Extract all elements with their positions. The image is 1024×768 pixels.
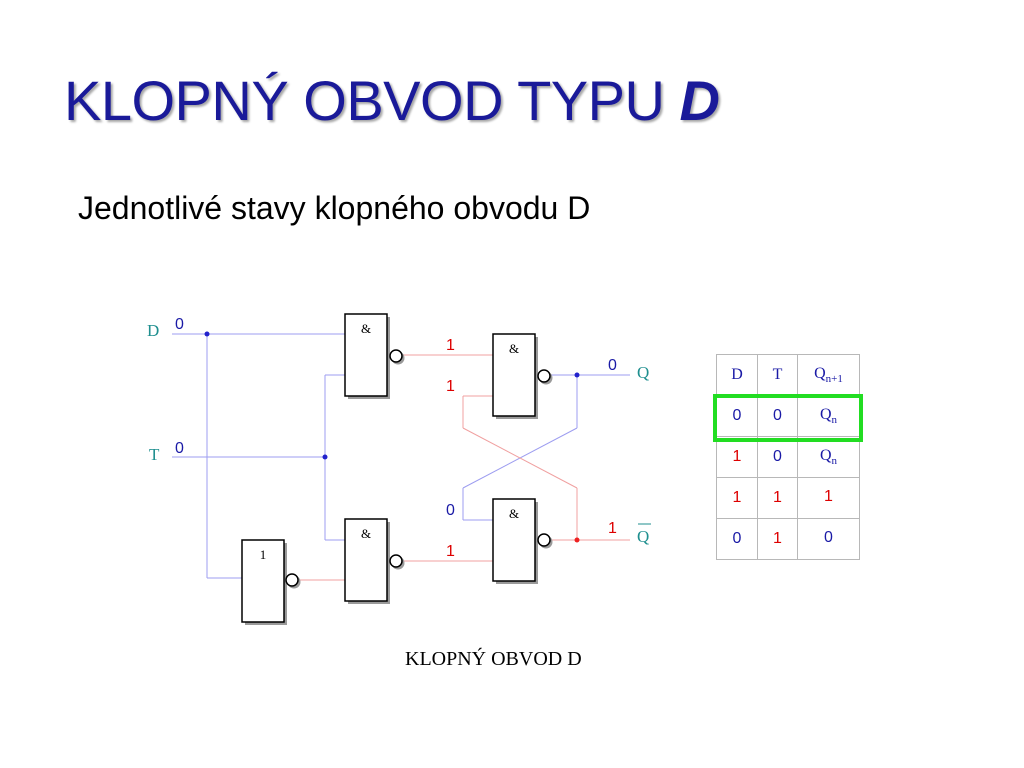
wires-low [172,333,630,579]
and-gate-top-left-inverter-bubble [389,349,403,363]
and-gate-bottom-left: & [344,518,405,604]
and-gate-top-right-inverter-bubble [537,369,551,383]
truth-table-cell-d: 0 [716,518,758,560]
junction-dot-q [574,372,580,378]
and-gate-bottom-right: & [492,498,553,584]
and-gate-top-right: & [492,333,553,419]
not-gate-inverter-bubble [285,573,299,587]
junction-dot-d [204,331,210,337]
output-qbar-label: Q [637,527,649,546]
slide-title-emphasis: D [679,69,720,132]
and-gate-bottom-left-symbol: & [361,526,371,541]
truth-table-cell-qnext-base: Q [819,446,832,464]
input-d-label: D [147,321,159,340]
signal-top-left-out: 1 [446,337,455,354]
truth-table-cell-qnext: 0 [797,518,860,560]
input-d-value: 0 [175,316,184,333]
and-gate-bottom-right-symbol: & [509,506,519,521]
and-gate-top-left-symbol: & [361,321,371,336]
truth-table-cell-d: 1 [716,477,758,519]
output-q-value: 0 [608,357,617,374]
and-gate-bottom-right-inverter-bubble [537,533,551,547]
truth-table-header-qnext: Qn+1 [797,354,860,396]
truth-table-cell-t: 0 [757,436,798,478]
truth-table-cell-t: 1 [757,477,798,519]
not-gate: 1 [241,539,301,625]
junction-dot-t [322,454,328,460]
slide-title: KLOPNÝ OBVOD TYPU D [64,68,720,133]
wire-qbar-feedback-cross [462,427,578,489]
slide-subtitle: Jednotlivé stavy klopného obvodu D [78,190,591,226]
and-gate-bottom-left-inverter-bubble [389,554,403,568]
truth-table-cell-qnext: 1 [797,477,860,519]
truth-table-cell-qnext-base: Q [819,405,832,423]
input-t-value: 0 [175,440,184,457]
truth-table-cell-qnext: Qn [797,395,860,437]
truth-table-header-row: D T Qn+1 [716,354,860,396]
table-row: 1 0 Qn [716,436,860,478]
wires-high [297,354,630,581]
and-gate-top-left: & [344,313,405,399]
input-t-label: T [149,445,160,464]
table-row: 0 0 Qn [716,395,860,437]
not-gate-symbol: 1 [260,547,267,562]
truth-table-cell-qnext-plain: 0 [824,528,833,546]
truth-table-cell-t: 0 [757,395,798,437]
diagram-caption: KLOPNÝ OBVOD D [405,648,582,670]
truth-table-cell-qnext: Qn [797,436,860,478]
slide-title-main: KLOPNÝ OBVOD TYPU [64,69,680,132]
junction-dot-qbar [574,537,580,543]
truth-table-header-d: D [716,354,758,396]
table-row: 0 1 0 [716,518,860,560]
truth-table-cell-d: 1 [716,436,758,478]
truth-table-header-t: T [757,354,798,396]
output-q-label: Q [637,363,649,382]
truth-table-header-qnext-sub: n+1 [825,373,843,386]
signal-cross-into-bottom-right: 0 [446,502,455,519]
truth-table-cell-qnext-sub: n [831,414,838,427]
truth-table-header-qnext-base: Q [814,364,826,382]
table-row: 1 1 1 [716,477,860,519]
truth-table-cell-qnext-sub: n [831,455,838,468]
signal-bottom-left-out: 1 [446,543,455,560]
signal-cross-into-top-right: 1 [446,378,455,395]
truth-table: D T Qn+1 0 0 Qn 1 0 Qn 1 1 1 0 1 0 [716,354,860,560]
truth-table-cell-d: 0 [716,395,758,437]
and-gate-top-right-symbol: & [509,341,519,356]
truth-table-cell-t: 1 [757,518,798,560]
output-qbar-value: 1 [608,520,617,537]
truth-table-cell-qnext-plain: 1 [824,487,833,505]
